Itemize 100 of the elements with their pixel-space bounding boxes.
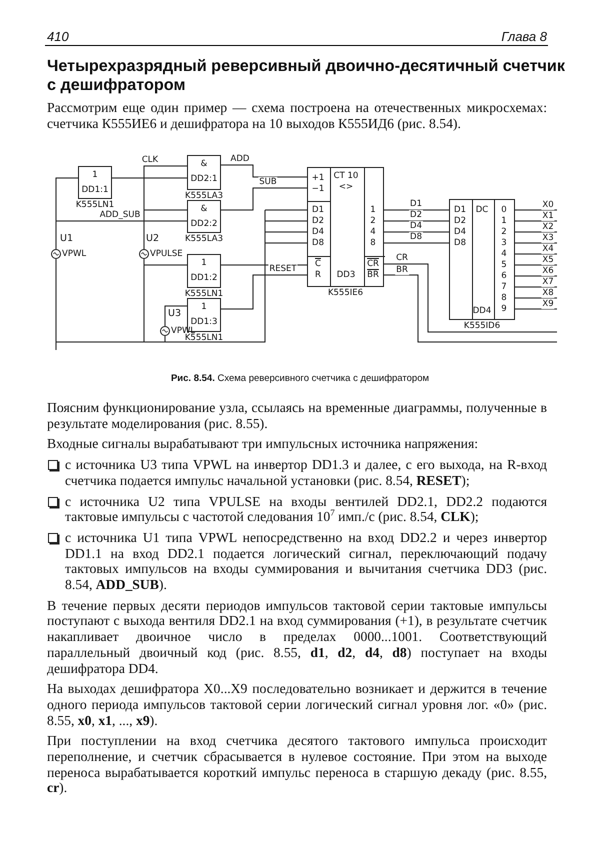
part-number: K555LN1 [76, 200, 114, 210]
net-label: X6 [541, 266, 555, 276]
wire [384, 220, 450, 222]
source-name: U3 [168, 309, 181, 319]
wire [514, 220, 558, 222]
wire [384, 242, 450, 244]
pin-label: 0 [501, 205, 507, 215]
net-label: CR [395, 253, 409, 263]
net-label: RESET [268, 264, 298, 274]
chip-function: CT 10 [334, 171, 358, 181]
part-number: K555LA3 [185, 191, 223, 201]
pin-label: C [315, 259, 321, 269]
wire [220, 274, 308, 310]
pin-label: 1 [501, 216, 507, 226]
section-title: Четырехразрядный реверсивный двоично-десятичный счетчик с дешифратором [47, 57, 566, 95]
part-number: K555LN1 [184, 333, 224, 343]
voltage-source [160, 326, 170, 336]
pin-label: R [315, 270, 321, 280]
pin-label: D8 [454, 238, 466, 248]
logic-gate [187, 155, 221, 190]
gate-designator: DD1:2 [190, 273, 218, 283]
part-number: K555ID6 [464, 321, 500, 331]
chip-designator: DD4 [472, 306, 492, 316]
wire [514, 286, 558, 288]
figure-caption: Рис. 8.54. Схема реверсивного счетчика с дешифратором [170, 373, 430, 384]
wire [384, 264, 558, 332]
pin-label: D2 [312, 216, 324, 226]
chip-function: DC [476, 205, 488, 215]
pin-label: 5 [501, 260, 507, 270]
gate-symbol: & [200, 159, 208, 169]
body-paragraph: В течение первых десяти периодов импульсов тактовой серии тактовые импульсы поступают с выхода вентиля DD2.1 на вход суммирования (+1), в результате счетчик накапливает двоичное число в пределах 0000...1001. Соответствующий параллельный двоичный код (рис. 8.55, d1, d2, d4, d8) поступает на входы дешифратора DD4. [47, 598, 547, 676]
pin-label: BR [367, 270, 379, 280]
pin-label: D4 [312, 227, 324, 237]
gate-designator: DD1:1 [82, 185, 108, 195]
source-type: VPWL [62, 249, 86, 259]
pin-label: 7 [501, 282, 507, 292]
pin-label: 8 [501, 293, 507, 303]
net-label: D2 [409, 210, 423, 220]
voltage-source [51, 249, 61, 259]
pin-label: D4 [454, 227, 466, 237]
pin-label: 1 [370, 205, 376, 215]
net-label: SUB [258, 177, 278, 187]
gate-symbol: 1 [92, 170, 98, 180]
decoder-chip [449, 199, 515, 320]
part-number: K555LA3 [185, 234, 223, 244]
net-label: CLK [140, 155, 160, 165]
list-item: с источника U1 типа VPWL непосредственно на вход DD2.2 и через инвертор DD1.1 на вход DD2.1 подается логический сигнал, переключающий подачу тактовых импульсов на входы суммирования и вычитания счетчика DD3 (рис. 8.54, ADD_SUB). [65, 530, 547, 593]
net-label: D4 [409, 221, 423, 231]
pin-label: +1 [312, 173, 324, 183]
voltage-source [139, 249, 149, 259]
net-label: BR [395, 265, 409, 275]
wire [514, 308, 558, 310]
wire [220, 188, 308, 210]
pin-label: 2 [370, 216, 376, 226]
gate-designator: DD2:2 [190, 219, 218, 229]
net-label: D8 [409, 232, 423, 242]
pin-label: D2 [454, 216, 466, 226]
net-label: X5 [541, 255, 555, 265]
net-label: ADD [230, 154, 250, 164]
pin-label: −1 [312, 184, 324, 194]
list-item: с источника U2 типа VPULSE на входы вентилей DD2.1, DD2.2 подаются тактовые импульсы с частотой следования 10$^{7}$ имп./с (рис. 8.54, CLK); [65, 494, 547, 525]
body-paragraph: Входные сигналы вырабатывают три импульсных источника напряжения: [47, 436, 480, 452]
counter-chip [307, 167, 384, 287]
wire [144, 210, 188, 250]
net-label: X4 [541, 244, 555, 254]
logic-gate [187, 200, 221, 233]
body-paragraph: При поступлении на вход счетчика десятого тактового импульса происходит переполнение, и счетчик сбрасывается в нулевое состояние. При этом на выходе переноса вырабатывается короткий импульс переноса в старшую декаду (рис. 8.55, cr). [47, 733, 547, 796]
page-number: 410 [47, 29, 69, 44]
logic-gate [78, 166, 112, 199]
net-label: X1 [541, 211, 555, 221]
net-label: X8 [541, 288, 555, 298]
net-label: X2 [541, 222, 555, 232]
pin-label: 8 [370, 238, 376, 248]
body-paragraph: Рассмотрим еще один пример — схема построена на отечественных микросхемах: счетчика К555ИЕ6 и дешифратора на 10 выходов К555ИД6 (рис. 8.54). [47, 100, 547, 132]
pin-label: 9 [501, 304, 507, 314]
pin-label: D1 [454, 205, 466, 215]
wire [220, 164, 308, 178]
pin-label: 6 [501, 271, 507, 281]
chip-designator: DD3 [336, 270, 356, 280]
list-item: с источника U3 типа VPWL на инвертор DD1.3 и далее, с его выхода, на R-вход счетчика подается импульс начальной установки (рис. 8.54, RESET); [65, 457, 547, 489]
wire [164, 306, 188, 326]
chapter-header: Глава 8 [501, 29, 547, 44]
source-name: U2 [146, 234, 159, 244]
body-paragraph: На выходах дешифратора X0...X9 последовательно возникает и держится в течение одного периода импульсов тактовой серии логический сигнал уровня лог. «0» (рис. 8.55, x0, x1, ..., x9). [47, 681, 547, 728]
gate-designator: DD1:3 [190, 317, 218, 327]
pin-label: CR [367, 259, 379, 269]
pin-label: 3 [501, 238, 507, 248]
body-paragraph: Поясним функционирование узла, ссылаясь на временные диаграммы, полученные в результате моделирования (рис. 8.55). [47, 400, 547, 432]
gate-symbol: 1 [201, 302, 207, 312]
net-label: X7 [541, 277, 555, 287]
net-label: X3 [541, 233, 555, 243]
source-type: VPULSE [150, 249, 183, 259]
part-number: K555LN1 [184, 289, 224, 299]
wire [514, 242, 558, 244]
pin-label: D8 [312, 238, 324, 248]
wire [384, 274, 558, 342]
chip-function: <> [338, 182, 354, 192]
net-label: X9 [541, 299, 555, 309]
gate-symbol: & [200, 204, 208, 214]
net-label: ADD_SUB [98, 210, 142, 220]
